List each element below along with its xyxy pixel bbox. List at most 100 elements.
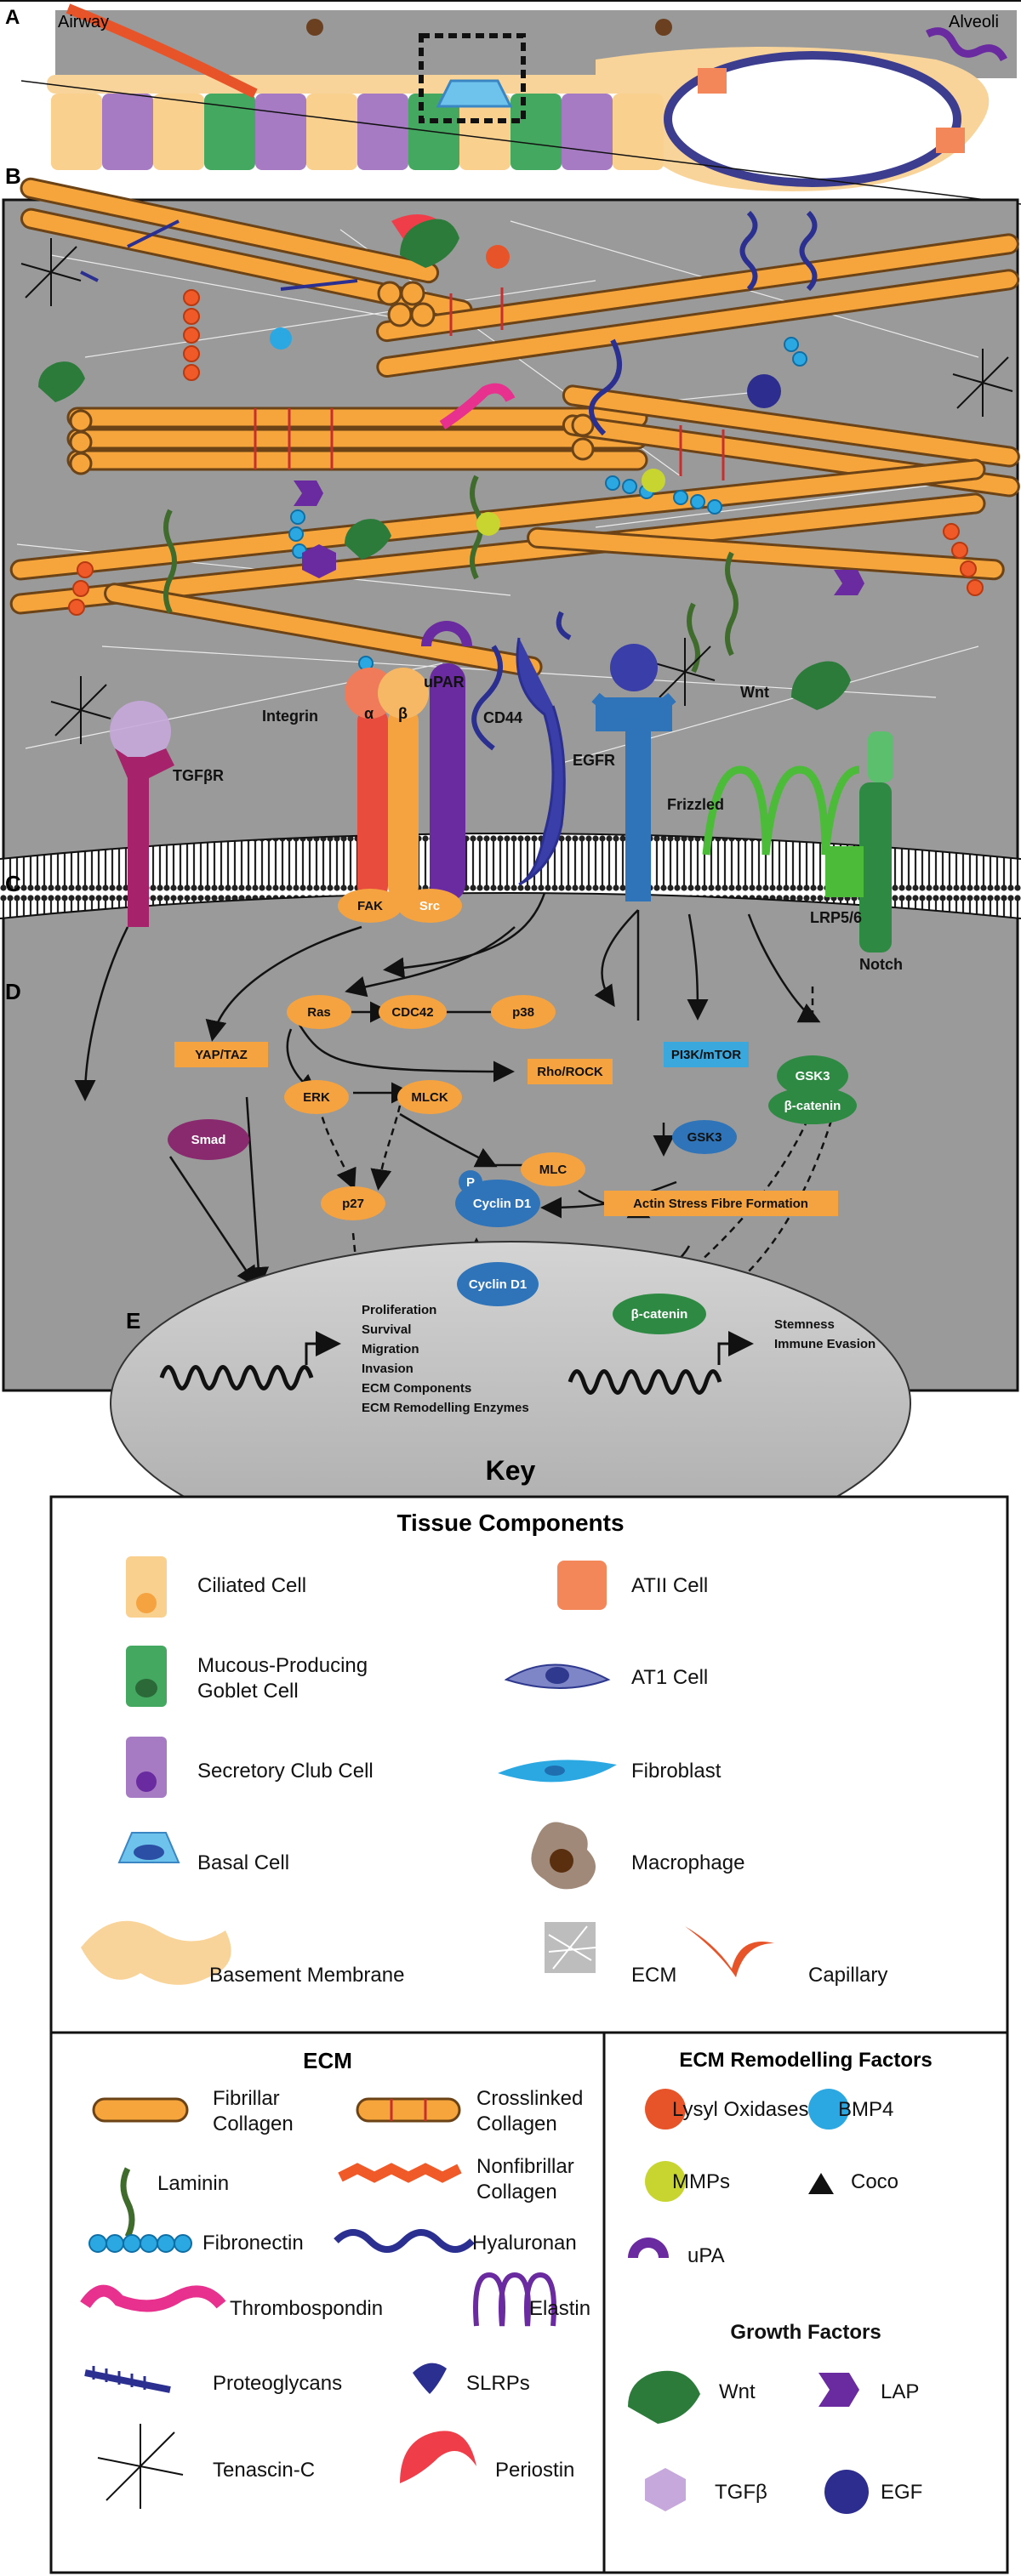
cd44-label: CD44 — [483, 709, 522, 726]
key-nonfibrillar-1: Nonfibrillar — [476, 2155, 574, 2178]
mlc-label: MLC — [539, 1163, 568, 1177]
ecm-title: ECM — [303, 2048, 352, 2073]
lap-ecm-2 — [834, 570, 864, 595]
wnt-top — [400, 219, 459, 268]
pi3k-label: PI3K/mTOR — [671, 1048, 741, 1062]
key-capillary: Capillary — [808, 1964, 887, 1987]
key: Key Tissue Components Ciliated Cell Muco… — [49, 1455, 1009, 2574]
notch-label: Notch — [859, 956, 903, 973]
nonfibrillar-collagen — [68, 289, 984, 616]
beta-label: β — [398, 705, 408, 722]
key-goblet-2: Goblet Cell — [197, 1680, 299, 1703]
outcome-immune: Immune Evasion — [774, 1337, 876, 1351]
outcome-1: Survival — [362, 1322, 411, 1337]
fak-label: FAK — [357, 899, 383, 913]
key-nonfibrillar-2: Collagen — [476, 2181, 557, 2204]
beta-catenin-nuc-label: β-catenin — [631, 1307, 688, 1322]
tenascin-stars — [20, 238, 1013, 744]
lrp-label: LRP5/6 — [810, 909, 862, 926]
outcome-2: Migration — [362, 1342, 419, 1356]
egf-ecm — [747, 374, 781, 408]
p27-label: p27 — [342, 1197, 364, 1211]
panel-a: A Airway Alveoli — [0, 0, 1021, 205]
wnt-ecm-2 — [345, 519, 391, 560]
key-ecm-tissue: ECM — [631, 1964, 676, 1987]
dna-right — [568, 1369, 722, 1395]
key-club: Secretory Club Cell — [197, 1760, 374, 1783]
key-coco: Coco — [851, 2170, 898, 2193]
key-at1: AT1 Cell — [631, 1666, 708, 1689]
rho-rock-label: Rho/ROCK — [537, 1065, 603, 1079]
src-label: Src — [419, 899, 440, 913]
panel-b: B — [0, 163, 1021, 1566]
cdc42-label: CDC42 — [391, 1005, 433, 1020]
key-tenascin: Tenascin-C — [213, 2459, 315, 2482]
gsk3-notch-label: GSK3 — [796, 1069, 830, 1083]
gsk3-label: GSK3 — [687, 1130, 722, 1145]
tissue-title: Tissue Components — [396, 1510, 624, 1536]
receptors — [110, 621, 893, 952]
key-fibrillar-2: Collagen — [213, 2113, 294, 2135]
p38-label: p38 — [512, 1005, 534, 1020]
outcome-4: ECM Components — [362, 1381, 471, 1396]
key-tgfb: TGFβ — [715, 2481, 767, 2504]
wnt-label: Wnt — [740, 684, 769, 701]
key-fibrillar-1: Fibrillar — [213, 2087, 280, 2110]
crosslinks — [254, 287, 725, 481]
outcome-stemness: Stemness — [774, 1317, 835, 1332]
key-slrps: SLRPs — [466, 2372, 530, 2395]
key-upa: uPA — [687, 2244, 725, 2267]
outcome-5: ECM Remodelling Enzymes — [362, 1401, 529, 1415]
tgfbr-label: TGFβR — [173, 767, 224, 784]
cyclin-d1-p-label: Cyclin D1 — [473, 1197, 531, 1211]
beta-catenin-cyto-label: β-catenin — [784, 1099, 841, 1113]
hyaluronan — [471, 210, 818, 751]
key-proteoglycans: Proteoglycans — [213, 2372, 342, 2395]
key-bmp4: BMP4 — [838, 2098, 893, 2121]
key-fibroblast: Fibroblast — [631, 1760, 722, 1783]
outcome-0: Proliferation — [362, 1303, 436, 1317]
proteoglycans — [80, 219, 358, 291]
alpha-label: α — [364, 705, 374, 722]
key-goblet-1: Mucous-Producing — [197, 1654, 368, 1677]
actin-label: Actin Stress Fibre Formation — [633, 1197, 808, 1211]
smad-label: Smad — [191, 1133, 226, 1147]
key-crosslinked-2: Collagen — [476, 2113, 557, 2135]
thrombospondin-ecm — [439, 383, 516, 429]
signaling-nodes — [168, 889, 857, 1334]
key-title: Key — [486, 1455, 536, 1486]
key-laminin: Laminin — [157, 2172, 229, 2195]
alveoli-label: Alveoli — [949, 13, 999, 31]
remodel-icons — [628, 2089, 869, 2514]
key-elastin: Elastin — [529, 2297, 590, 2320]
collagen-fibres — [9, 177, 1020, 678]
key-bm: Basement Membrane — [209, 1964, 404, 1987]
mlck-label: MLCK — [411, 1090, 448, 1105]
frizzled-label: Frizzled — [667, 796, 724, 813]
tgfb-ecm — [302, 544, 336, 578]
key-lox: Lysyl Oxidases — [672, 2098, 809, 2121]
yap-taz-label: YAP/TAZ — [195, 1048, 248, 1062]
bmp4-ecm — [270, 327, 292, 350]
erk-label: ERK — [303, 1090, 330, 1105]
wnt-ecm — [38, 361, 85, 402]
mmp-ecm-2 — [642, 469, 665, 492]
panel-b-label: B — [5, 163, 21, 189]
airway-label: Airway — [58, 13, 109, 31]
lox-ecm — [486, 245, 510, 269]
key-lap: LAP — [881, 2380, 919, 2403]
panel-a-label: A — [5, 6, 20, 29]
ras-label: Ras — [307, 1005, 331, 1020]
growth-title: Growth Factors — [730, 2321, 881, 2344]
key-basal: Basal Cell — [197, 1851, 289, 1874]
epithelial-cells — [51, 79, 664, 170]
phospho-label: P — [466, 1175, 475, 1190]
fibronectin — [288, 337, 807, 686]
integrin-label: Integrin — [262, 708, 318, 725]
cyclin-d1-label: Cyclin D1 — [469, 1277, 527, 1292]
lap-ecm — [294, 481, 323, 506]
remodel-title: ECM Remodelling Factors — [679, 2049, 932, 2072]
key-crosslinked-1: Crosslinked — [476, 2087, 583, 2110]
outcome-3: Invasion — [362, 1362, 414, 1376]
key-ciliated: Ciliated Cell — [197, 1574, 306, 1597]
